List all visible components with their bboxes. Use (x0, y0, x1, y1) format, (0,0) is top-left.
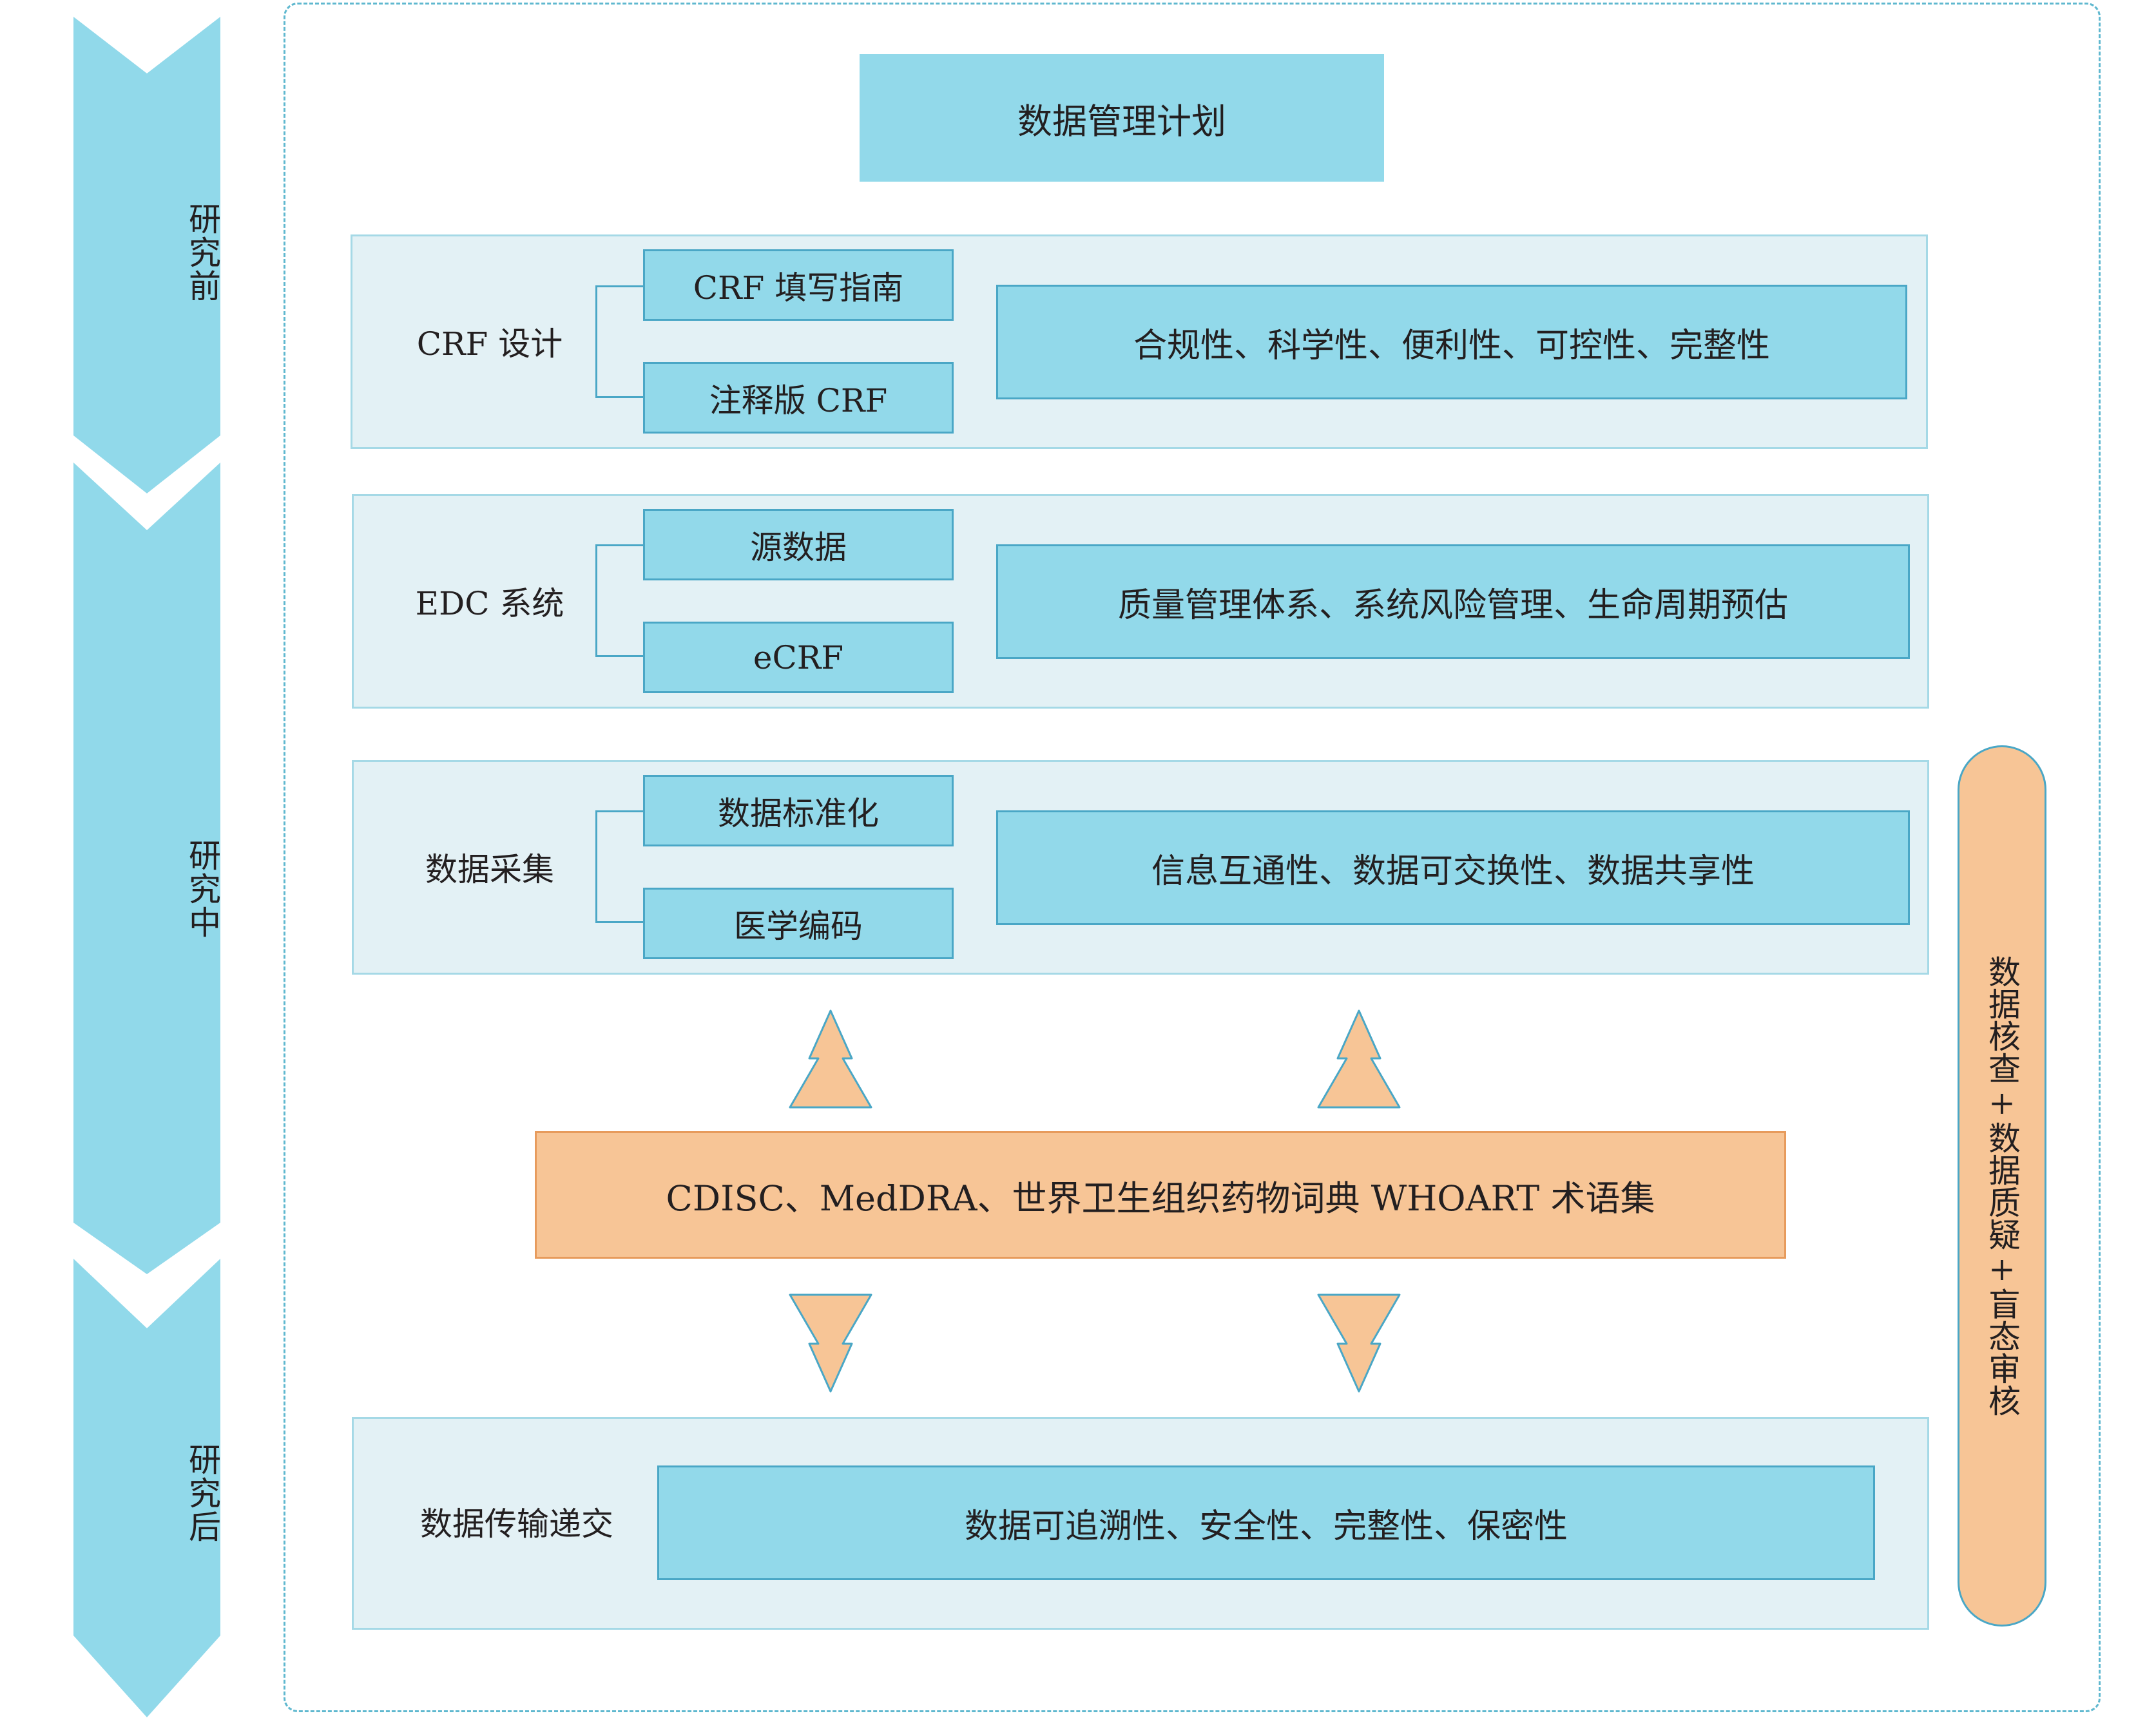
up-arrow-left (789, 1009, 872, 1109)
data-management-plan-box: 数据管理计划 (860, 54, 1384, 182)
terminology-standards-box: CDISC、MedDRA、世界卫生组织药物词典 WHOART 术语集 (535, 1131, 1786, 1259)
phase-arrow-before (73, 17, 220, 493)
down-arrow-right (1317, 1293, 1401, 1393)
group-crf-design-title: CRF 设计 (416, 325, 563, 363)
phase-label-before: 研究前 (184, 202, 221, 303)
medical-coding-box: 医学编码 (643, 888, 954, 959)
crf-guide-box: CRF 填写指南 (643, 249, 954, 321)
group-edc-system-bracket (595, 544, 644, 657)
annotated-crf-box: 注释版 CRF (643, 362, 954, 434)
crf-design-properties-box: 合规性、科学性、便利性、可控性、完整性 (996, 285, 1907, 399)
phase-arrow-after (73, 1259, 220, 1717)
data-standardization-box: 数据标准化 (643, 775, 954, 846)
data-transfer-properties-box: 数据可追溯性、安全性、完整性、保密性 (657, 1465, 1875, 1580)
phase-arrow-during (73, 463, 220, 1274)
review-process-label: 数据核查+数据质疑+盲态审核 (1983, 955, 2021, 1417)
up-arrow-right (1317, 1009, 1401, 1109)
ecrf-box: eCRF (643, 622, 954, 693)
source-data-box: 源数据 (643, 509, 954, 580)
data-collection-properties-box: 信息互通性、数据可交换性、数据共享性 (996, 810, 1910, 925)
phase-label-after: 研究后 (184, 1443, 221, 1543)
group-crf-design-bracket (595, 285, 644, 398)
group-edc-system-title: EDC 系统 (415, 585, 564, 622)
group-data-collection-bracket (595, 810, 644, 923)
review-process-pill (1958, 745, 2046, 1627)
down-arrow-left (789, 1293, 872, 1393)
edc-system-properties-box: 质量管理体系、系统风险管理、生命周期预估 (996, 544, 1910, 659)
group-data-transfer-title: 数据传输递交 (420, 1505, 613, 1543)
diagram-frame (284, 3, 2101, 1712)
phase-label-during: 研究中 (184, 839, 221, 939)
group-data-collection-title: 数据采集 (425, 851, 554, 888)
